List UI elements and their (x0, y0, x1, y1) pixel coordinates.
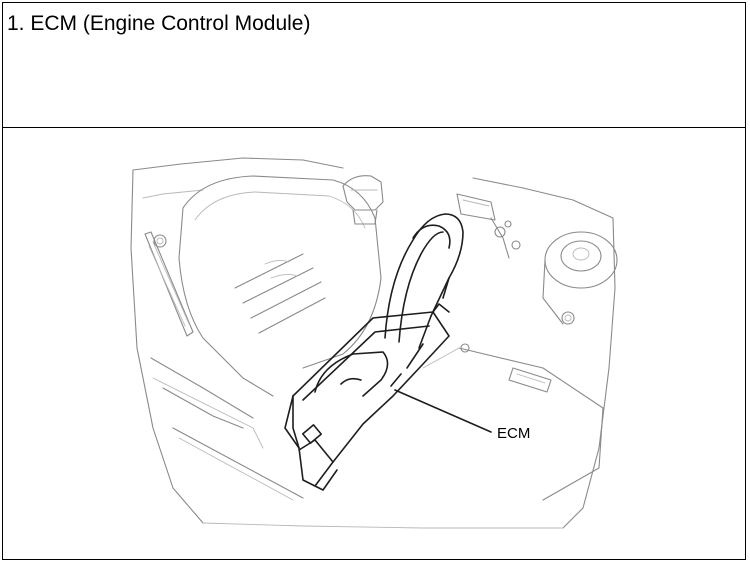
figure-cell: ECM (3, 128, 745, 559)
ecm-callout-label: ECM (497, 425, 531, 442)
reservoir-cap (342, 175, 384, 225)
strut-tower (542, 231, 618, 325)
engine-bay-illustration (130, 157, 618, 529)
wiring-harness (384, 213, 464, 349)
title-cell: 1. ECM (Engine Control Module) (3, 3, 745, 128)
ecm-module-icon (284, 303, 450, 491)
step-title: 1. ECM (Engine Control Module) (7, 12, 311, 35)
connector-block (456, 193, 521, 259)
engine-bay-outline (130, 157, 616, 529)
callout-leader-line (394, 389, 492, 433)
left-side-panel (144, 231, 304, 501)
air-cleaner-housing (178, 175, 382, 397)
battery-tray (422, 343, 604, 501)
